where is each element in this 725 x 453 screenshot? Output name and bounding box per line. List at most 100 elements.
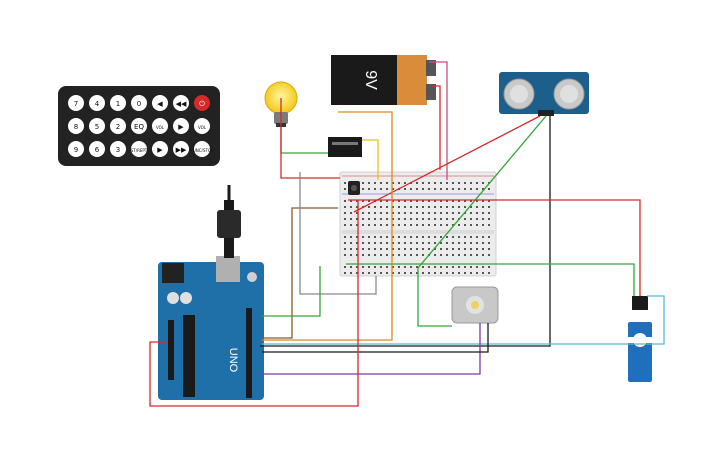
remote-key-vol-down[interactable] — [152, 118, 168, 134]
wire-servo-blue — [262, 295, 665, 345]
wire-sensor-green — [417, 115, 547, 327]
breadboard-holes-upper — [342, 198, 494, 228]
remote-key-left-label: ◀ — [157, 100, 163, 108]
ir-receiver[interactable] — [348, 181, 360, 195]
capacitor-1 — [167, 292, 179, 304]
relay-module[interactable] — [328, 137, 362, 157]
atmega-chip — [183, 315, 195, 397]
wire-sensor-gnd — [260, 116, 551, 347]
remote-key-0[interactable] — [131, 95, 147, 111]
remote-key-9-label: 9 — [74, 146, 78, 154]
remote-key-st-rept[interactable] — [131, 141, 147, 157]
remote-key-eq-label: EQ — [134, 123, 144, 131]
wire-bulb-relay — [280, 127, 328, 154]
battery-black-section — [331, 55, 399, 105]
breadboard-holes-lower — [342, 236, 494, 260]
wire-servo-power — [348, 199, 641, 296]
breadboard-center-channel — [342, 230, 494, 234]
battery-orange-section — [397, 55, 427, 105]
wire-brown — [262, 207, 338, 339]
remote-key-2[interactable] — [110, 118, 126, 134]
remote-key-right-label: ▶ — [157, 146, 163, 154]
remote-key-vol-up[interactable] — [194, 118, 210, 134]
remote-key-3[interactable] — [110, 141, 126, 157]
remote-key-play-label: ▶ — [178, 123, 184, 131]
remote-key-power[interactable] — [194, 95, 210, 111]
wire-battery-pink — [429, 61, 448, 180]
remote-key-8-label: 8 — [74, 123, 78, 131]
remote-key-func-stop[interactable] — [194, 141, 210, 157]
remote-key-vol-down-label: VOL — [156, 125, 165, 130]
remote-key-1-label: 1 — [116, 100, 120, 108]
remote-key-forward[interactable] — [173, 141, 189, 157]
wire-arduino-red — [149, 200, 359, 407]
wire-gray — [299, 172, 377, 295]
motor-shaft — [471, 301, 479, 309]
battery-terminal-bottom — [426, 84, 436, 100]
remote-key-5-label: 5 — [95, 123, 99, 131]
usb-connector — [216, 256, 240, 282]
battery-label: 9V — [362, 70, 379, 90]
wire-motor-black — [262, 323, 489, 353]
dc-motor[interactable] — [451, 286, 499, 324]
battery-terminal-top — [426, 60, 436, 76]
usb-cable — [217, 185, 241, 258]
remote-key-eq[interactable] — [131, 118, 147, 134]
servo-motor[interactable] — [626, 296, 654, 382]
remote-key-1[interactable] — [110, 95, 126, 111]
wire-arduino-orange — [262, 180, 393, 341]
remote-key-power-label: ⏻ — [199, 100, 205, 108]
relay-label-strip — [332, 142, 358, 145]
ultrasonic-sensor[interactable] — [499, 72, 589, 116]
wire-relay-yellow — [362, 139, 379, 180]
power-jack — [162, 263, 184, 283]
arduino-model-label: UNO — [227, 348, 239, 373]
ir-receiver-lens — [351, 185, 357, 191]
remote-key-2-label: 2 — [116, 123, 120, 131]
wire-battery-red — [432, 85, 441, 170]
remote-key-8[interactable] — [68, 118, 84, 134]
sensor-mesh-right — [560, 85, 578, 103]
battery-9v[interactable]: 9V — [331, 55, 436, 105]
digital-header — [246, 308, 252, 398]
remote-key-func-stop-label: FUNC/STOP — [191, 148, 214, 153]
power-analog-header — [168, 320, 174, 380]
wire-servo-signal — [346, 263, 635, 296]
remote-key-6[interactable] — [89, 141, 105, 157]
remote-key-7[interactable] — [68, 95, 84, 111]
remote-key-right[interactable] — [152, 141, 168, 157]
remote-key-rewind[interactable] — [173, 95, 189, 111]
remote-key-3-label: 3 — [116, 146, 120, 154]
arduino-uno[interactable]: UNO — [158, 256, 264, 400]
wire-arduino-green — [262, 266, 321, 317]
sensor-pin-header — [538, 110, 554, 116]
wire-sensor-vcc — [353, 115, 541, 213]
relay-body — [328, 137, 362, 157]
breadboard[interactable] — [339, 171, 497, 277]
servo-body — [628, 322, 652, 382]
wires — [149, 61, 665, 407]
remote-key-play[interactable] — [173, 118, 189, 134]
sensor-mesh-left — [510, 85, 528, 103]
remote-key-4-label: 4 — [95, 100, 100, 108]
remote-key-4[interactable] — [89, 95, 105, 111]
reset-button[interactable] — [247, 272, 257, 282]
capacitor-2 — [180, 292, 192, 304]
remote-key-9[interactable] — [68, 141, 84, 157]
breadboard-power-holes-top — [342, 180, 494, 192]
remote-key-forward-label: ▶▶ — [176, 146, 187, 154]
wire-battery-orange — [338, 111, 393, 180]
remote-key-0-label: 0 — [137, 100, 141, 108]
servo-connector — [632, 296, 648, 310]
servo-horn-arm — [626, 337, 654, 343]
remote-key-5[interactable] — [89, 118, 105, 134]
remote-key-7-label: 7 — [74, 100, 78, 108]
usb-plug — [217, 210, 241, 238]
wire-motor-purple — [262, 323, 481, 375]
remote-key-st-rept-label: ST/REPT — [131, 148, 148, 153]
remote-key-vol-up-label: VOL — [198, 125, 207, 130]
remote-key-left[interactable] — [152, 95, 168, 111]
